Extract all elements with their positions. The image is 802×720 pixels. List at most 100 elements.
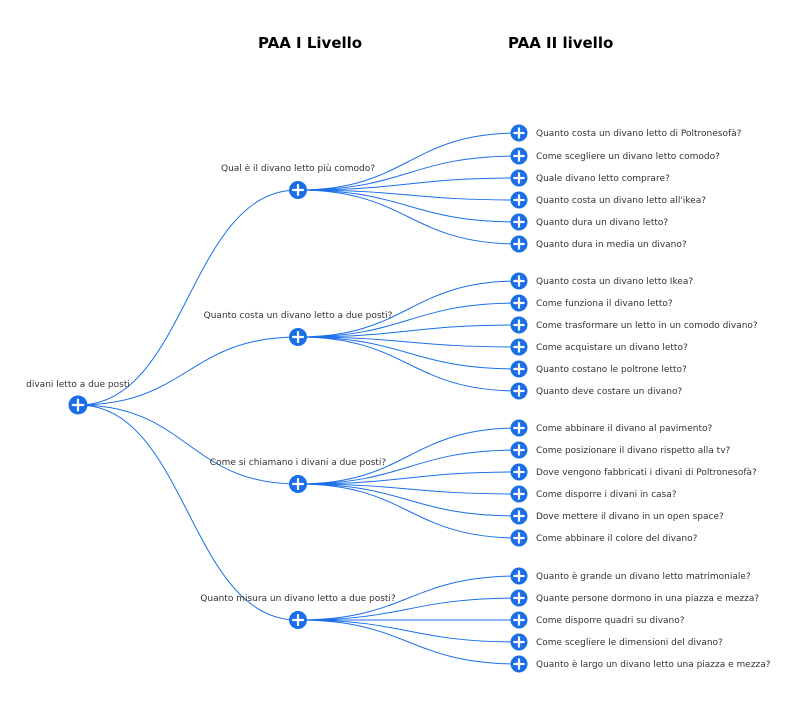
- plus-icon: [513, 658, 525, 670]
- plus-icon: [513, 319, 525, 331]
- level2-node-button[interactable]: [510, 567, 528, 585]
- plus-icon: [513, 275, 525, 287]
- edge-level1-to-level2: [297, 302, 520, 338]
- root-label: divani letto a due posti: [26, 380, 130, 390]
- level1-node-label: Come si chiamano i divani a due posti?: [210, 458, 387, 468]
- level2-node-button[interactable]: [510, 272, 528, 290]
- plus-icon: [513, 150, 525, 162]
- edge-level1-to-level2: [297, 483, 520, 517]
- level2-node-button[interactable]: [510, 441, 528, 459]
- plus-icon: [513, 385, 525, 397]
- level1-node-button[interactable]: [289, 181, 307, 199]
- edge-level1-to-level2: [297, 177, 520, 191]
- edge-level1-to-level2: [297, 280, 520, 338]
- edge-level1-to-level2: [297, 336, 520, 392]
- plus-icon: [513, 592, 525, 604]
- plus-icon: [291, 477, 305, 491]
- level2-node-label: Come abbinare il divano al pavimento?: [536, 424, 712, 434]
- level2-node-label: Quanto dura in media un divano?: [536, 240, 687, 250]
- level2-node-button[interactable]: [510, 316, 528, 334]
- level1-node-label: Qual è il divano letto più comodo?: [221, 163, 375, 174]
- level2-node-button[interactable]: [510, 655, 528, 673]
- level2-node-button[interactable]: [510, 611, 528, 629]
- edge-level1-to-level2: [297, 483, 520, 539]
- level2-node-label: Quanto è grande un divano letto matrimon…: [536, 571, 751, 582]
- level2-node-button[interactable]: [510, 633, 528, 651]
- level2-node-label: Come posizionare il divano rispetto alla…: [536, 446, 731, 456]
- plus-icon: [291, 613, 305, 627]
- edge-level1-to-level2: [297, 189, 520, 201]
- plus-icon: [291, 330, 305, 344]
- plus-icon: [513, 422, 525, 434]
- edge-level1-to-level2: [297, 189, 520, 245]
- edge-level1-to-level2: [297, 471, 520, 485]
- plus-icon: [513, 466, 525, 478]
- level2-node-button[interactable]: [510, 191, 528, 209]
- level2-node-label: Come disporre i divani in casa?: [536, 490, 677, 500]
- level2-node-button[interactable]: [510, 147, 528, 165]
- level1-node-button[interactable]: [289, 611, 307, 629]
- level2-node-label: Quanto costa un divano letto di Poltrone…: [536, 129, 742, 139]
- edge-level1-to-level2: [297, 575, 520, 621]
- edge-root-to-level1: [77, 404, 299, 485]
- level2-node-button[interactable]: [510, 589, 528, 607]
- plus-icon: [513, 297, 525, 309]
- level-1-header: PAA I Livello: [258, 34, 363, 52]
- level2-node-label: Quanto è largo un divano letto una piazz…: [536, 659, 771, 670]
- edge-level1-to-level2: [297, 427, 520, 485]
- level2-node-button[interactable]: [510, 485, 528, 503]
- level2-node-label: Come abbinare il colore del divano?: [536, 534, 698, 544]
- level2-node-button[interactable]: [510, 235, 528, 253]
- level-2-header: PAA II livello: [508, 34, 614, 52]
- plus-icon: [513, 363, 525, 375]
- level2-node-button[interactable]: [510, 419, 528, 437]
- level2-node-button[interactable]: [510, 463, 528, 481]
- level2-node-label: Come trasformare un letto in un comodo d…: [536, 321, 758, 331]
- level2-node-label: Come disporre quadri su divano?: [536, 616, 685, 626]
- edge-level1-to-level2: [297, 324, 520, 338]
- edge-level1-to-level2: [297, 336, 520, 348]
- level2-node-button[interactable]: [510, 124, 528, 142]
- level2-node-button[interactable]: [510, 294, 528, 312]
- edge-level1-to-level2: [297, 132, 520, 191]
- level2-node-label: Quanto dura un divano letto?: [536, 218, 668, 228]
- edge-level1-to-level2: [297, 336, 520, 370]
- level2-node-label: Come scegliere le dimensioni del divano?: [536, 638, 723, 648]
- edge-root-to-level1: [77, 336, 299, 406]
- plus-icon: [513, 614, 525, 626]
- edge-level1-to-level2: [297, 483, 520, 495]
- level2-node-label: Come scegliere un divano letto comodo?: [536, 152, 720, 162]
- level2-node-button[interactable]: [510, 213, 528, 231]
- plus-icon: [513, 238, 525, 250]
- edge-level1-to-level2: [297, 189, 520, 223]
- plus-icon: [513, 532, 525, 544]
- root-node-button[interactable]: [68, 395, 88, 415]
- edge-level1-to-level2: [297, 155, 520, 191]
- plus-icon: [71, 398, 85, 412]
- plus-icon: [513, 570, 525, 582]
- plus-icon: [513, 127, 525, 139]
- edge-level1-to-level2: [297, 449, 520, 485]
- plus-icon: [291, 183, 305, 197]
- level2-node-button[interactable]: [510, 507, 528, 525]
- plus-icon: [513, 194, 525, 206]
- level2-node-button[interactable]: [510, 382, 528, 400]
- edge-level1-to-level2: [297, 597, 520, 621]
- edge-level1-to-level2: [297, 619, 520, 665]
- nodes: divani letto a due posti Quanto costa un …: [26, 124, 771, 673]
- level2-node-button[interactable]: [510, 169, 528, 187]
- level2-node-button[interactable]: [510, 360, 528, 378]
- plus-icon: [513, 444, 525, 456]
- level1-node-label: Quanto misura un divano letto a due post…: [200, 594, 396, 604]
- level1-node-button[interactable]: [289, 475, 307, 493]
- edge-root-to-level1: [77, 189, 299, 406]
- level1-node-button[interactable]: [289, 328, 307, 346]
- plus-icon: [513, 216, 525, 228]
- level2-node-button[interactable]: [510, 529, 528, 547]
- level2-node-label: Come funziona il divano letto?: [536, 299, 673, 309]
- level2-node-button[interactable]: [510, 338, 528, 356]
- level2-node-label: Quanto costa un divano letto Ikea?: [536, 277, 693, 287]
- level2-node-label: Come acquistare un divano letto?: [536, 343, 688, 353]
- level1-node-label: Quanto costa un divano letto a due posti…: [204, 311, 393, 321]
- level2-node-label: Quanto costa un divano letto all'ikea?: [536, 196, 706, 206]
